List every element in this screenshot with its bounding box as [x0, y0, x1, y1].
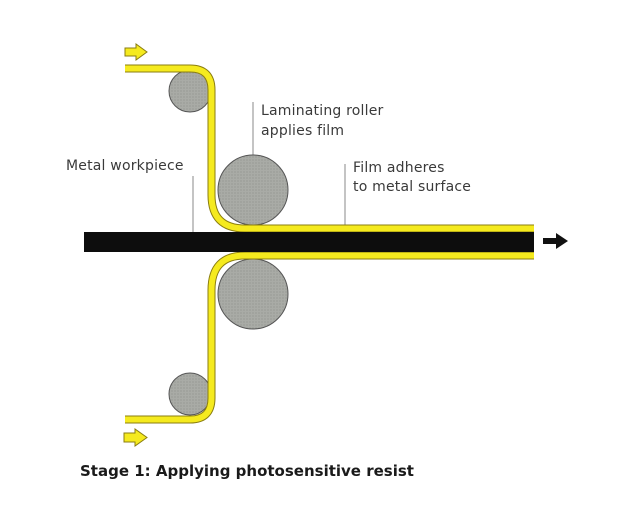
label-film-adheres-line2: to metal surface: [353, 179, 472, 195]
figure-caption: Stage 1: Applying photosensitive resist: [80, 462, 414, 480]
lower-feed-roller: [168, 372, 212, 416]
label-metal-workpiece: Metal workpiece: [66, 158, 184, 174]
workpiece-out-arrow-icon: [543, 233, 568, 249]
film-in-top-arrow-icon: [124, 43, 148, 61]
film-in-bottom-arrow-icon: [123, 428, 148, 447]
metal-workpiece: [84, 232, 534, 252]
upper-laminating-roller: [217, 154, 289, 226]
lower-laminating-roller: [217, 258, 289, 330]
label-laminating-roller-line1: Laminating roller: [261, 103, 384, 119]
label-laminating-roller-line2: applies film: [261, 123, 345, 139]
label-film-adheres-line1: Film adheres: [353, 160, 445, 176]
